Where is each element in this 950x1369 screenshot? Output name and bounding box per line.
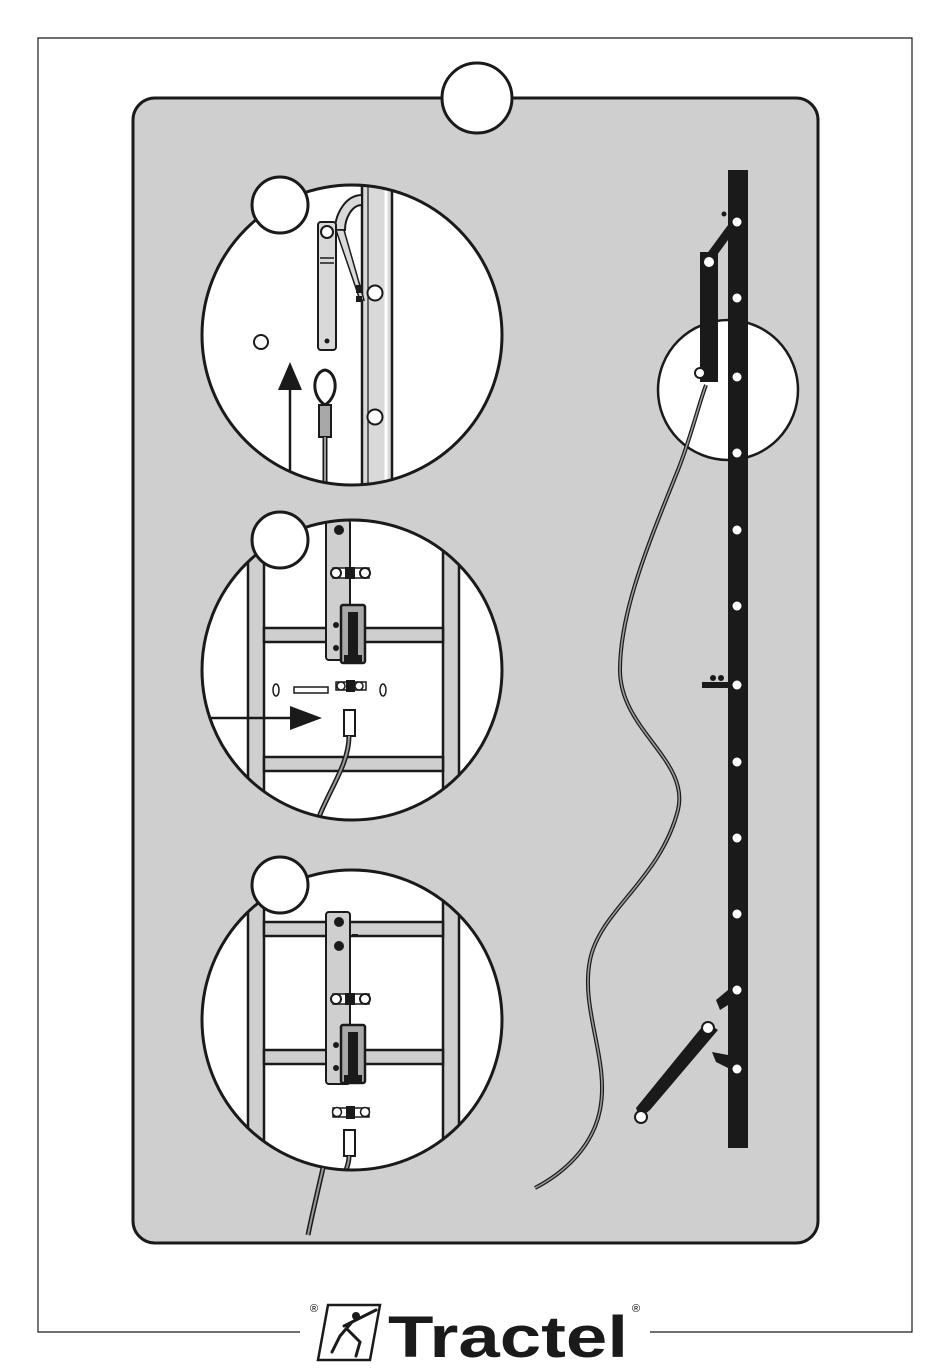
step-3-callout: [252, 857, 308, 913]
brand-logo: ® Tractel ®: [310, 1303, 640, 1369]
registered-mark-left: ®: [310, 1303, 318, 1315]
registered-mark-right: ®: [632, 1303, 640, 1315]
anchor-plate: [318, 222, 336, 350]
brand-name: Tractel: [388, 1305, 628, 1369]
cable-thimble-icon: [315, 370, 335, 405]
step-1-callout: [252, 177, 308, 233]
tractel-logo-icon: [318, 1305, 380, 1360]
ladder-rail: [728, 170, 748, 1148]
step-2-callout: [252, 512, 308, 568]
main-callout: [442, 63, 512, 133]
